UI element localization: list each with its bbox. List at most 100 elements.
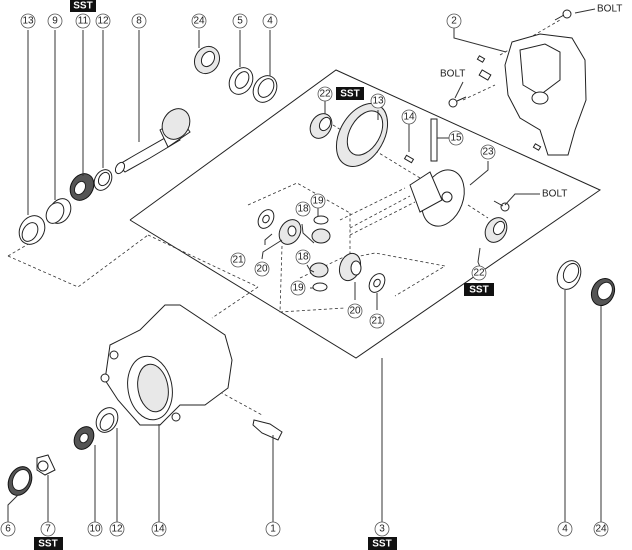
- svg-text:22: 22: [473, 268, 485, 279]
- svg-text:22: 22: [319, 89, 331, 100]
- svg-text:8: 8: [136, 16, 142, 27]
- svg-text:10: 10: [89, 524, 101, 535]
- callout-11: 11: [75, 13, 91, 29]
- svg-text:4: 4: [562, 524, 568, 535]
- oil-seal-24-top: [193, 45, 221, 75]
- rear-cover-2: [476, 33, 587, 156]
- dashed-reference-lines: [7, 19, 561, 416]
- svg-text:14: 14: [153, 524, 165, 535]
- svg-text:19: 19: [292, 283, 304, 294]
- svg-text:12: 12: [111, 524, 123, 535]
- callout-22-top: 22: [317, 86, 333, 102]
- callout-4-top: 4: [262, 13, 278, 29]
- pinion-shaft-17: [430, 118, 438, 162]
- pinion-gear-18-top: [311, 228, 331, 244]
- bolt-label-top: BOLT: [597, 4, 622, 15]
- washer-19-top: [313, 215, 329, 225]
- spacer-12: [93, 169, 113, 191]
- svg-text:3: 3: [379, 524, 385, 535]
- svg-text:BOLT: BOLT: [597, 4, 622, 15]
- callout-9: 9: [47, 13, 63, 29]
- oil-seal-6: [7, 466, 33, 496]
- svg-text:11: 11: [78, 16, 89, 27]
- callout-16: 14: [401, 109, 417, 125]
- svg-text:13: 13: [22, 16, 34, 27]
- callout-18-bottom: 18: [295, 249, 311, 265]
- callout-19-bottom: 19: [290, 280, 306, 296]
- callout-10: 10: [87, 521, 103, 537]
- callout-21-right: 21: [369, 313, 385, 329]
- thrust-washer-21-right: [368, 273, 386, 293]
- callout-6: 6: [0, 521, 16, 537]
- oil-seal-24-right: [590, 277, 616, 307]
- callout-15: 13: [370, 93, 386, 109]
- ring-gear-15: [335, 103, 389, 167]
- callout-8: 8: [131, 13, 147, 29]
- callout-23: 23: [480, 144, 496, 160]
- callout-17: 15: [448, 130, 464, 146]
- callout-13-top: 13: [20, 13, 36, 29]
- svg-text:9: 9: [52, 16, 58, 27]
- bearing-race-13-bottom: [95, 407, 119, 433]
- washer-19-bottom: [312, 282, 328, 292]
- callout-19-top: 19: [310, 193, 326, 209]
- bearing-race-13-top: [18, 215, 46, 245]
- svg-text:4: 4: [267, 16, 273, 27]
- flange-nut-7: [36, 454, 56, 476]
- callout-20-right: 20: [347, 303, 363, 319]
- svg-text:24: 24: [193, 16, 205, 27]
- sst-badge-ring: SST: [336, 87, 364, 100]
- bolt-label-diff: BOLT: [542, 189, 567, 200]
- callout-24-bottom: 24: [593, 521, 609, 537]
- svg-text:2: 2: [451, 16, 457, 27]
- pinion-gear-18-bottom: [309, 262, 329, 278]
- svg-text:24: 24: [595, 524, 607, 535]
- svg-text:12: 12: [97, 16, 109, 27]
- bolt-cover-top: [554, 9, 572, 21]
- thrust-washer-21-left: [257, 209, 275, 229]
- callout-2: 2: [446, 13, 462, 29]
- svg-text:SST: SST: [469, 285, 488, 296]
- callout-22-bottom: 22: [471, 265, 487, 281]
- svg-text:18: 18: [297, 252, 309, 263]
- shim-5: [228, 67, 254, 95]
- svg-text:20: 20: [349, 306, 361, 317]
- svg-text:SST: SST: [372, 539, 391, 550]
- svg-text:19: 19: [312, 196, 324, 207]
- callout-7: 7: [40, 521, 56, 537]
- callout-24-top: 24: [191, 13, 207, 29]
- callout-13-bottom: 12: [109, 521, 125, 537]
- svg-text:21: 21: [371, 316, 383, 327]
- svg-text:1: 1: [270, 524, 276, 535]
- side-bearing-22-top: [309, 113, 333, 139]
- svg-text:BOLT: BOLT: [542, 189, 567, 200]
- svg-text:18: 18: [297, 204, 309, 215]
- svg-text:13: 13: [372, 96, 384, 107]
- drive-pinion-8: [114, 108, 191, 175]
- callout-5: 5: [232, 13, 248, 29]
- breather-1: [252, 419, 283, 441]
- callout-14: 14: [151, 521, 167, 537]
- sst-badge-7: SST: [34, 537, 63, 550]
- callout-12: 12: [95, 13, 111, 29]
- sst-badge-bearing: SST: [464, 283, 494, 296]
- bearing-race-4-top: [252, 75, 278, 103]
- svg-text:7: 7: [45, 524, 51, 535]
- sst-badge-top: SST: [70, 0, 96, 12]
- svg-text:5: 5: [237, 16, 243, 27]
- svg-text:20: 20: [256, 264, 268, 275]
- svg-text:23: 23: [482, 147, 494, 158]
- svg-text:14: 14: [403, 112, 415, 123]
- bearing-race-4-right: [556, 260, 582, 290]
- svg-text:6: 6: [5, 524, 11, 535]
- side-bearing-22-bottom: [484, 217, 508, 243]
- callout-1: 1: [265, 521, 281, 537]
- bearing-10: [73, 426, 95, 450]
- bolt-cover-mid: [448, 96, 467, 108]
- svg-text:SST: SST: [38, 539, 57, 550]
- callout-21-left: 21: [230, 252, 246, 268]
- callout-4-bottom: 4: [557, 521, 573, 537]
- bolt-label-mid: BOLT: [440, 69, 465, 80]
- svg-text:SST: SST: [340, 89, 359, 100]
